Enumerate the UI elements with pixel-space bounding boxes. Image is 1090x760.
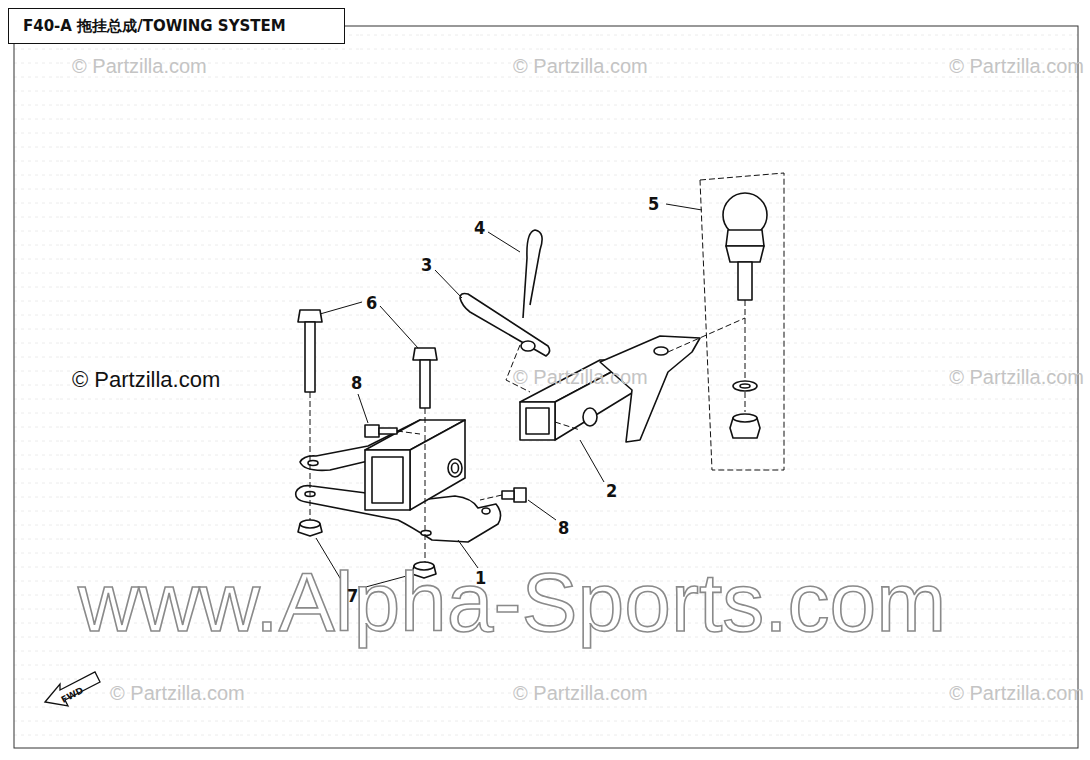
callout-number: 4 — [474, 219, 485, 237]
watermark: © Partzilla.com — [110, 683, 245, 703]
callout-number: 7 — [347, 587, 358, 605]
callout-number: 3 — [421, 256, 432, 274]
watermark: © Partzilla.com — [949, 56, 1084, 76]
title-text: F40-A 拖挂总成/TOWING SYSTEM — [23, 19, 286, 34]
watermark: © Partzilla.com — [72, 369, 220, 391]
watermark: © Partzilla.com — [949, 367, 1084, 387]
watermark: © Partzilla.com — [949, 683, 1084, 703]
site-watermark: www.Alpha-Sports.com — [78, 560, 946, 644]
callout-number: 1 — [475, 569, 486, 587]
watermark: © Partzilla.com — [513, 367, 648, 387]
watermark: © Partzilla.com — [513, 56, 648, 76]
title-box: F40-A 拖挂总成/TOWING SYSTEM — [8, 8, 345, 44]
callout-number: 8 — [558, 519, 569, 537]
callout-number: 6 — [366, 294, 377, 312]
callout-number: 5 — [648, 195, 659, 213]
watermark: © Partzilla.com — [513, 683, 648, 703]
callout-number: 8 — [351, 374, 362, 392]
watermark: © Partzilla.com — [72, 56, 207, 76]
callout-number: 2 — [606, 482, 617, 500]
